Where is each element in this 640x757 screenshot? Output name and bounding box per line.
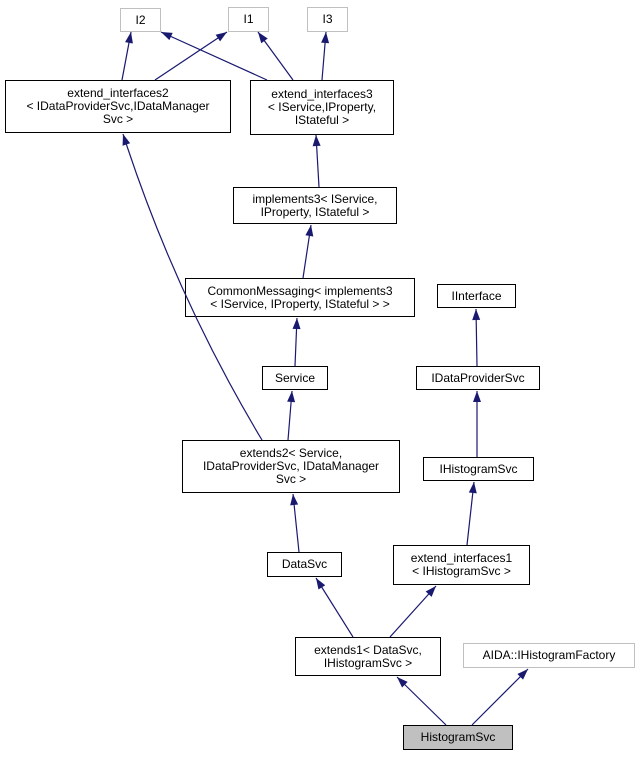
edge-extends1-to-extend-interfaces1 [389, 585, 437, 638]
node-i2: I2 [120, 8, 161, 32]
edge-implements3-to-extend-interfaces3 [312, 134, 321, 188]
edge-idataprovidersvc-to-iinterface [472, 308, 481, 367]
node-service[interactable]: Service [262, 366, 328, 390]
edge-extend-interfaces1-to-ihistogramsvc [466, 481, 477, 546]
edge-service-to-commonmessaging [292, 317, 301, 367]
node-iinterface[interactable]: IInterface [437, 284, 516, 308]
edge-ihistogramsvc-to-idataprovidersvc [473, 391, 481, 457]
edge-histogramsvc-to-extends1 [396, 676, 447, 726]
edge-extends1-to-datasvc [315, 577, 354, 638]
edge-commonmessaging-to-implements3 [302, 224, 314, 279]
edge-histogramsvc-to-aida-ihistogramfactory [471, 668, 529, 726]
node-commonmessaging[interactable]: CommonMessaging< implements3 < IService,… [185, 278, 415, 317]
node-implements3[interactable]: implements3< IService, IProperty, IState… [233, 187, 397, 224]
edge-extend-interfaces2-to-i2 [121, 31, 133, 81]
node-ihistogramsvc[interactable]: IHistogramSvc [423, 457, 534, 481]
node-datasvc[interactable]: DataSvc [267, 552, 342, 577]
edge-extends2-to-service [287, 390, 296, 441]
edge-extend-interfaces2-to-i1 [154, 31, 228, 81]
node-aida-ihistogramfactory: AIDA::IHistogramFactory [463, 643, 635, 668]
node-idataprovidersvc[interactable]: IDataProviderSvc [416, 366, 540, 390]
edge-extend-interfaces3-to-i1 [257, 31, 294, 81]
node-extend-interfaces2[interactable]: extend_interfaces2 < IDataProviderSvc,ID… [5, 80, 231, 133]
node-extend-interfaces1[interactable]: extend_interfaces1 < IHistogramSvc > [393, 545, 530, 585]
node-histogramsvc: HistogramSvc [403, 725, 513, 750]
edge-extend-interfaces3-to-i3 [321, 31, 330, 81]
node-extend-interfaces3[interactable]: extend_interfaces3 < IService,IProperty,… [250, 80, 394, 135]
edge-datasvc-to-extends2 [290, 493, 300, 553]
node-i3: I3 [307, 7, 348, 32]
node-i1: I1 [228, 7, 269, 32]
node-extends1[interactable]: extends1< DataSvc, IHistogramSvc > [295, 637, 441, 676]
node-extends2[interactable]: extends2< Service, IDataProviderSvc, IDa… [182, 440, 400, 493]
edge-extend-interfaces3-to-i2 [160, 31, 268, 81]
